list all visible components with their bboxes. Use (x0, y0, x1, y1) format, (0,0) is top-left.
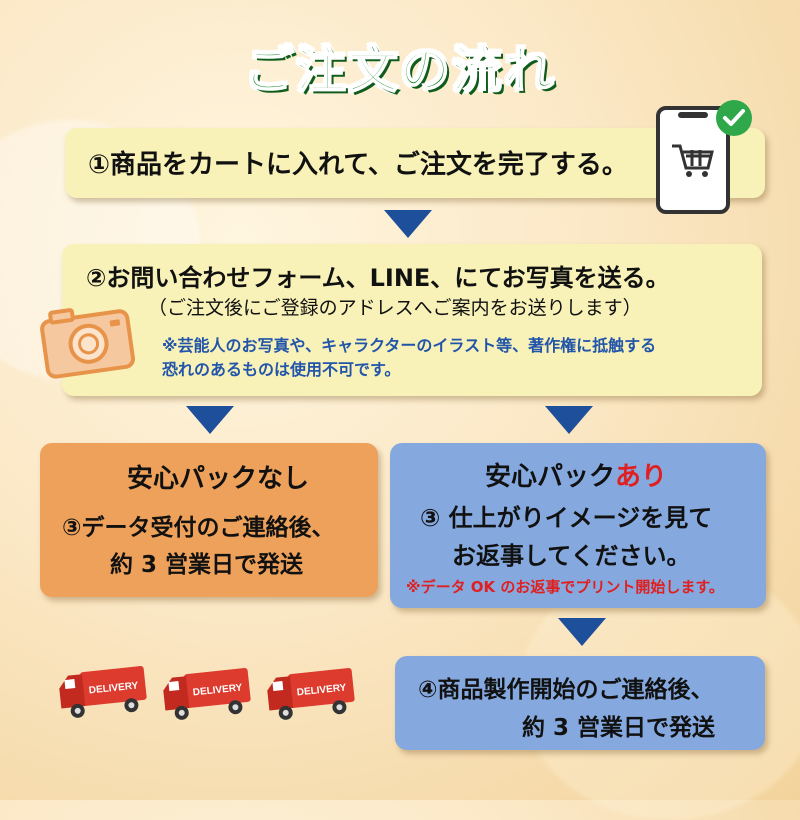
step4-box (395, 656, 765, 750)
camera-icon (36, 300, 138, 380)
step2-text: ②お問い合わせフォーム、LINE、にてお写真を送る。 (86, 264, 670, 292)
safety-pack-line2: お返事してください。 (452, 542, 691, 570)
truck-label: DELIVERY (296, 682, 347, 698)
step2-subtext: （ご注文後にご登録のアドレスへご案内をお送りします） (148, 297, 642, 319)
delivery-truck-icon: DELIVERY (160, 664, 256, 730)
down-arrow-icon (384, 210, 432, 238)
no-safety-pack-line1: ③データ受付のご連絡後、 (62, 515, 335, 541)
page-title: ご注文の流れ (243, 40, 556, 100)
safety-pack-box (390, 443, 766, 608)
safety-pack-line1: ③ 仕上がりイメージを見て (420, 504, 713, 532)
truck-label: DELIVERY (192, 682, 243, 698)
truck-label: DELIVERY (88, 680, 139, 696)
no-safety-pack-box (40, 443, 378, 597)
step1-box (65, 128, 765, 198)
no-safety-pack-heading: 安心パックなし (127, 464, 310, 494)
down-arrow-icon (545, 406, 593, 434)
step2-note-line2: 恐れのあるものは使用不可です。 (162, 360, 401, 379)
safety-pack-heading-accent: あり (615, 462, 668, 492)
smartphone-cart-icon (656, 104, 730, 214)
step2-note-line1: ※芸能人のお写真や、キャラクターのイラスト等、著作権に抵触する (162, 336, 657, 355)
safety-pack-heading: 安心パックあり (485, 456, 667, 493)
safety-pack-heading-main: 安心パック (485, 462, 616, 492)
down-arrow-icon (186, 406, 234, 434)
step4-line2: 約 3 営業日で発送 (522, 715, 716, 741)
step4-line1: ④商品製作開始のご連絡後、 (418, 677, 714, 703)
delivery-truck-icon: DELIVERY (264, 664, 360, 730)
delivery-truck-icon: DELIVERY (56, 662, 152, 728)
step1-text: ①商品をカートに入れて、ご注文を完了する。 (88, 150, 628, 180)
down-arrow-icon (558, 618, 606, 646)
step2-box (62, 244, 762, 396)
no-safety-pack-line2: 約 3 営業日で発送 (110, 552, 304, 578)
check-icon (714, 98, 754, 138)
safety-pack-note: ※データ OK のお返事でプリント開始します。 (406, 578, 724, 596)
